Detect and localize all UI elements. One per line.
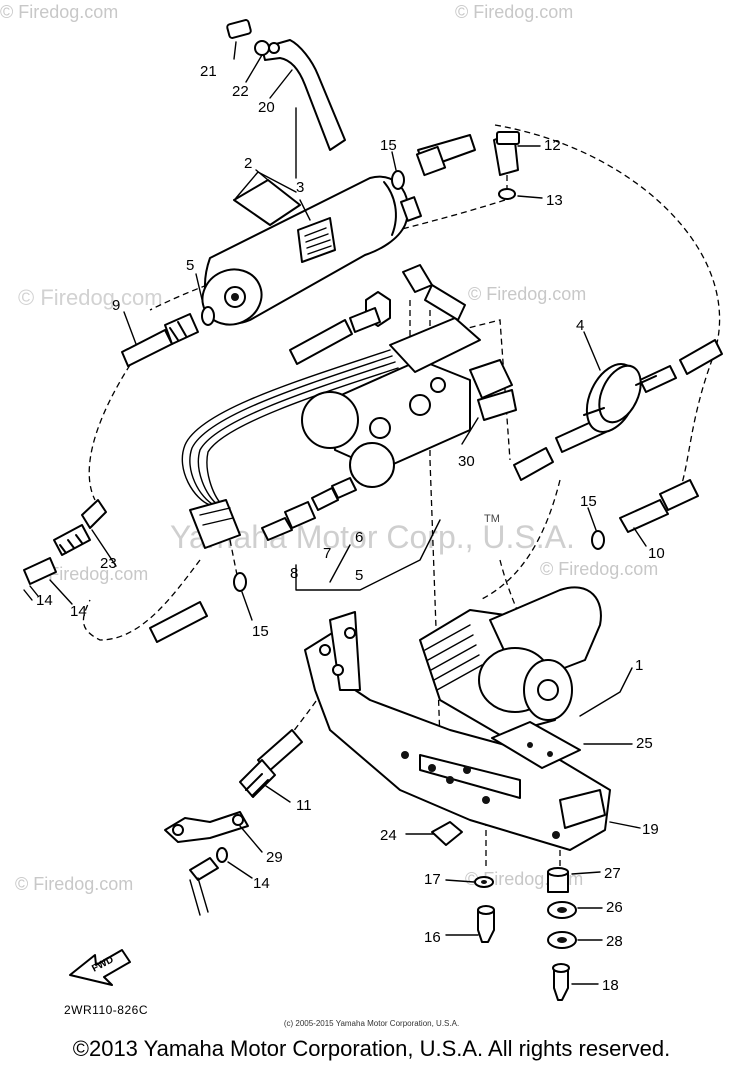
callout-label: 1 [635, 657, 643, 674]
callout-label: 26 [606, 899, 623, 916]
callout-label: 13 [546, 192, 563, 209]
callout-label: 14 [36, 592, 53, 609]
callout-label: 17 [424, 871, 441, 888]
callout-label: 11 [296, 797, 312, 814]
callout-label: 10 [648, 545, 665, 562]
callout-labels: 1 2 3 4 5 5 6 7 8 9 10 11 12 13 14 14 14… [36, 63, 665, 994]
callout-label: 2 [244, 155, 252, 172]
callout-label: 9 [112, 297, 120, 314]
callout-label: 28 [606, 933, 623, 950]
small-copyright: (c) 2005-2015 Yamaha Motor Corporation, … [283, 1019, 460, 1028]
filter-4 [583, 363, 657, 433]
callout-label: 14 [70, 603, 87, 620]
callout-label: 16 [424, 929, 441, 946]
left-fitting-9 [121, 306, 215, 367]
callout-label: 12 [544, 137, 561, 154]
clamp-bracket [226, 19, 346, 151]
valve-block [181, 264, 517, 549]
footer-copyright: ©2013 Yamaha Motor Corporation, U.S.A. A… [72, 1036, 671, 1061]
motor-unit [419, 586, 602, 736]
mount-bracket [304, 611, 611, 851]
pad-25 [491, 721, 581, 769]
callout-label: 5 [355, 567, 363, 584]
watermark: © Firedog.com [15, 874, 133, 894]
callout-label: 22 [232, 83, 249, 100]
callout-label: 7 [323, 545, 331, 562]
callout-label: 8 [290, 565, 298, 582]
drawing-code: 2WR110-826C [64, 1003, 148, 1017]
callout-label: 27 [604, 865, 621, 882]
callout-label: 18 [602, 977, 619, 994]
forward-arrow: FWD [69, 949, 131, 986]
callout-label: 14 [253, 875, 270, 892]
callout-label: 30 [458, 453, 475, 470]
right-fittings-10 [591, 479, 699, 550]
callout-label: 15 [580, 493, 597, 510]
callout-leaders [49, 41, 647, 985]
hardware [431, 821, 577, 1001]
callout-label: 29 [266, 849, 283, 866]
callout-label: 6 [355, 529, 363, 546]
callout-label: 20 [258, 99, 275, 116]
watermark: © Firedog.com [455, 2, 573, 22]
callout-label: 21 [200, 63, 217, 80]
watermark: © Firedog.com [540, 559, 658, 579]
sensor-11-29 [164, 729, 303, 916]
trademark-mark: TM [484, 513, 500, 525]
callout-label: 3 [296, 179, 304, 196]
callout-label: 5 [186, 257, 194, 274]
callout-label: 23 [100, 555, 117, 572]
pump-motor [201, 175, 422, 326]
callout-label: 25 [636, 735, 653, 752]
callout-label: 24 [380, 827, 397, 844]
watermark: © Firedog.com [30, 564, 148, 584]
callout-label: 4 [576, 317, 584, 334]
watermark: © Firedog.com [468, 284, 586, 304]
watermark: © Firedog.com [18, 285, 163, 310]
callout-label: 15 [252, 623, 269, 640]
callout-label: 15 [380, 137, 397, 154]
left-fittings-23-14 [23, 499, 247, 601]
top-fittings [391, 131, 520, 200]
callout-label: 19 [642, 821, 659, 838]
watermark: © Firedog.com [0, 2, 118, 22]
